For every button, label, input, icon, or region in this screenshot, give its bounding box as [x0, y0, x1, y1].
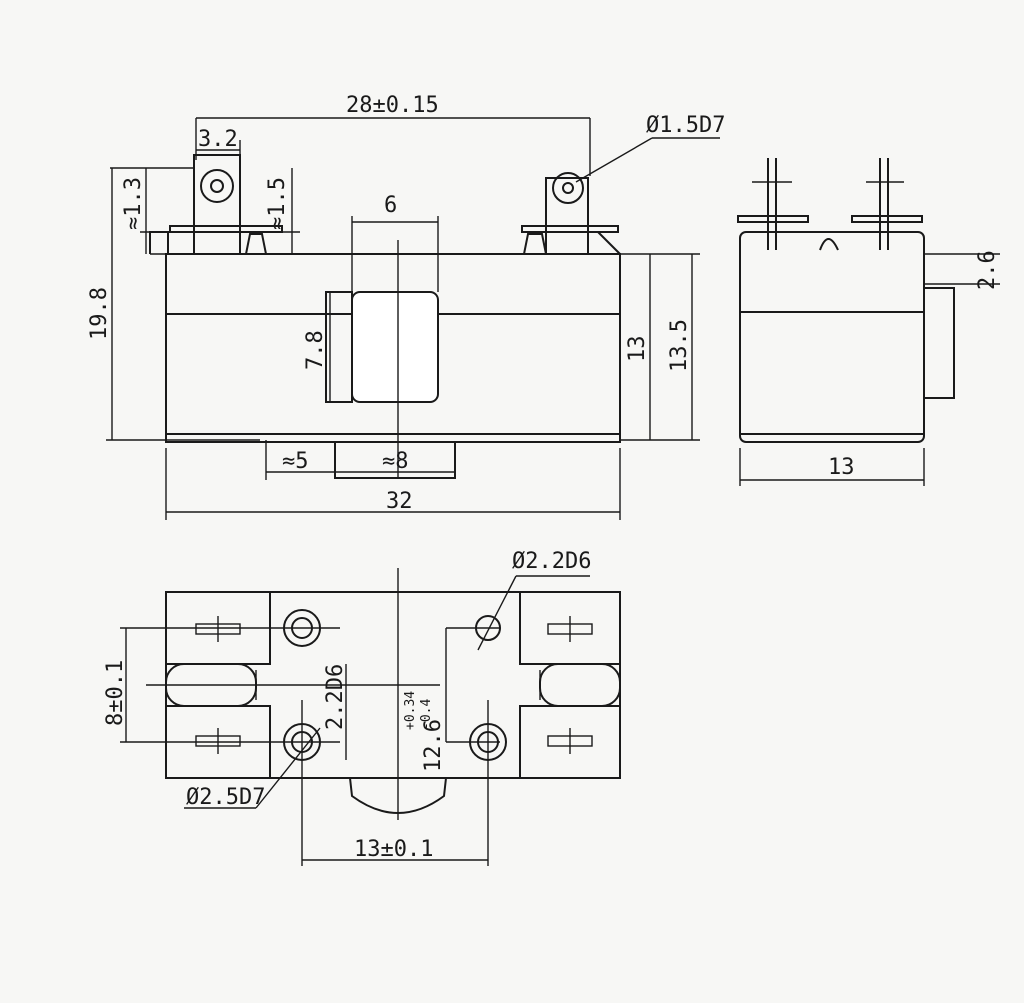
dim-tol-plus: +0.34	[403, 691, 418, 730]
dim-side-width: 13	[828, 455, 855, 480]
dim-pitch-horizontal: 13±0.1	[354, 837, 433, 862]
dim-height-135: 13.5	[667, 319, 692, 372]
dim-approx-5: ≈5	[282, 449, 309, 474]
dim-overall-height: 19.8	[87, 287, 112, 340]
dim-approx-15: ≈1.5	[265, 177, 290, 230]
dim-28: 28±0.15	[346, 93, 439, 118]
dim-window-width: 6	[384, 193, 397, 218]
bottom-view	[120, 568, 621, 866]
dim-approx-8: ≈8	[382, 449, 409, 474]
dim-side-offset: 2.6	[975, 250, 1000, 290]
dim-body-height: 13	[625, 336, 650, 363]
dim-tol-minus: -0.4	[419, 699, 434, 730]
dim-hole-small: Ø2.2D6	[512, 549, 591, 574]
dim-hole-small-vertical: 2.2D6	[323, 664, 348, 730]
dim-pin-width: 3.2	[198, 127, 238, 152]
front-view	[106, 117, 720, 520]
dim-pitch-126: 12.6	[421, 719, 446, 772]
dim-window-height: 7.8	[303, 330, 328, 370]
dim-approx-13: ≈1.3	[121, 177, 146, 230]
dimension-labels: 28±0.15 3.2 Ø1.5D7 ≈1.3 ≈1.5 6 7.8 19.8 …	[87, 93, 1000, 862]
dim-hole-large: Ø2.5D7	[186, 785, 265, 810]
dim-pin-hole: Ø1.5D7	[646, 113, 725, 138]
side-view	[737, 158, 1000, 486]
dim-body-length: 32	[386, 489, 413, 514]
dim-pitch-vertical: 8±0.1	[103, 660, 128, 726]
